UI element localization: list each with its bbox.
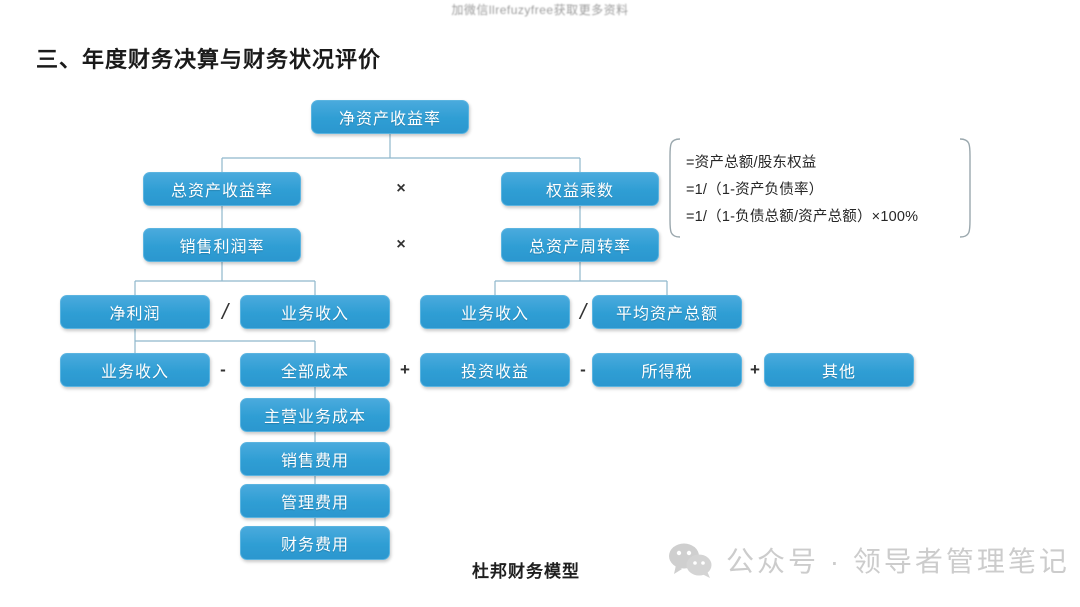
operator-minus-2: - <box>580 360 586 379</box>
node-label: 总资产周转率 <box>528 239 631 256</box>
top-watermark-text: 加微信llrefuzyfree获取更多资料 <box>451 3 629 17</box>
curly-brace-frame <box>669 138 971 238</box>
node-net-profit[interactable]: 净利润 <box>60 295 210 329</box>
node-label: 业务收入 <box>460 306 529 323</box>
wechat-label: 公众号 · 领导者管理笔记 <box>726 546 1070 577</box>
operator-divide-1: / <box>221 299 229 324</box>
node-label: 业务收入 <box>100 364 169 381</box>
wechat-icon <box>669 543 712 578</box>
node-label: 全部成本 <box>280 364 349 381</box>
node-label: 管理费用 <box>280 495 349 512</box>
node-label: 主营业务成本 <box>263 409 366 426</box>
operator-plus-1: + <box>400 360 410 379</box>
model-caption: 杜邦财务模型 <box>472 562 580 581</box>
page-title: 三、年度财务决算与财务状况评价 <box>36 47 382 72</box>
formula-line-1: =资产总额/股东权益 <box>686 154 817 171</box>
node-label: 总资产收益率 <box>170 183 273 200</box>
node-main-business-cost[interactable]: 主营业务成本 <box>240 398 390 432</box>
node-label: 业务收入 <box>280 306 349 323</box>
node-label: 净资产收益率 <box>338 111 441 128</box>
wechat-watermark: 公众号 · 领导者管理笔记 <box>668 540 1070 580</box>
node-label: 财务费用 <box>280 537 349 554</box>
node-finance-expense[interactable]: 财务费用 <box>240 526 390 560</box>
node-label: 销售利润率 <box>179 239 265 256</box>
node-label: 净利润 <box>109 306 161 323</box>
node-investment-income[interactable]: 投资收益 <box>420 353 570 387</box>
operator-minus-1: - <box>220 360 226 379</box>
node-admin-expense[interactable]: 管理费用 <box>240 484 390 518</box>
node-label: 平均资产总额 <box>615 306 718 323</box>
operator-times-2: × <box>396 236 406 253</box>
node-label: 投资收益 <box>460 364 529 381</box>
node-label: 所得税 <box>641 364 693 381</box>
node-revenue-1[interactable]: 业务收入 <box>240 295 390 329</box>
node-profit-margin[interactable]: 销售利润率 <box>143 228 301 262</box>
node-total-cost[interactable]: 全部成本 <box>240 353 390 387</box>
node-roe[interactable]: 净资产收益率 <box>311 100 469 134</box>
operator-plus-2: + <box>750 360 760 379</box>
node-label: 权益乘数 <box>545 183 614 200</box>
formula-line-3: =1/（1-负债总额/资产总额）×100% <box>686 208 919 225</box>
formula-callout: =资产总额/股东权益 =1/（1-资产负债率） =1/（1-负债总额/资产总额）… <box>664 136 974 240</box>
node-revenue-2[interactable]: 业务收入 <box>420 295 570 329</box>
node-average-total-assets[interactable]: 平均资产总额 <box>592 295 742 329</box>
node-label: 其他 <box>821 364 856 381</box>
node-roa[interactable]: 总资产收益率 <box>143 172 301 206</box>
node-sales-expense[interactable]: 销售费用 <box>240 442 390 476</box>
node-other[interactable]: 其他 <box>764 353 914 387</box>
node-equity-multiplier[interactable]: 权益乘数 <box>501 172 659 206</box>
node-label: 销售费用 <box>280 453 349 470</box>
formula-line-2: =1/（1-资产负债率） <box>686 181 824 198</box>
operator-times-1: × <box>396 180 406 197</box>
node-revenue-3[interactable]: 业务收入 <box>60 353 210 387</box>
node-asset-turnover[interactable]: 总资产周转率 <box>501 228 659 262</box>
operator-divide-2: / <box>579 299 587 324</box>
node-income-tax[interactable]: 所得税 <box>592 353 742 387</box>
